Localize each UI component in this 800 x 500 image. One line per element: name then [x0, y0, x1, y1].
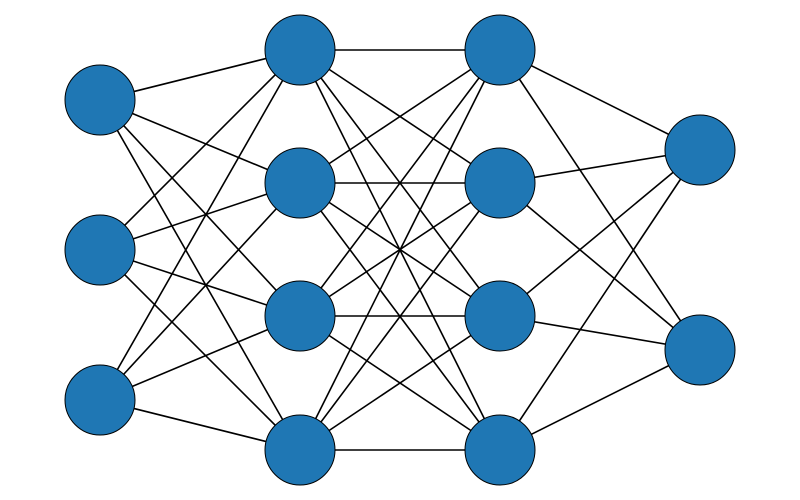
connection-hidden-1-4-to-hidden-2-2 [299, 182, 501, 451]
connection-hidden-2-4-to-output-2 [499, 349, 701, 451]
connection-input-3-to-hidden-1-1 [99, 49, 301, 401]
connection-hidden-1-4-to-hidden-2-1 [299, 49, 501, 451]
connection-hidden-1-4-to-hidden-2-3 [299, 315, 501, 451]
neuron-group [64, 14, 736, 486]
connection-input-1-to-hidden-1-2 [99, 99, 301, 184]
output-neuron-1 [664, 114, 736, 186]
connection-hidden-2-4-to-output-1 [499, 149, 701, 451]
hidden-1-neuron-4 [264, 414, 336, 486]
input-neuron-3 [64, 364, 136, 436]
connection-input-1-to-hidden-1-4 [99, 99, 301, 451]
hidden-1-neuron-3 [264, 280, 336, 352]
hidden-2-neuron-3 [464, 280, 536, 352]
hidden-2-neuron-4 [464, 414, 536, 486]
hidden-1-neuron-1 [264, 14, 336, 86]
connection-hidden-2-2-to-output-2 [499, 182, 701, 351]
connection-group [99, 49, 701, 451]
connection-input-2-to-hidden-1-4 [99, 249, 301, 451]
hidden-2-neuron-2 [464, 147, 536, 219]
connection-input-2-to-hidden-1-1 [99, 49, 301, 251]
connection-hidden-2-1-to-output-2 [499, 49, 701, 351]
connection-input-3-to-hidden-1-3 [99, 315, 301, 401]
hidden-2-neuron-1 [464, 14, 536, 86]
connection-hidden-2-3-to-output-1 [499, 149, 701, 317]
connection-input-3-to-hidden-1-2 [99, 182, 301, 401]
connection-hidden-1-3-to-hidden-2-1 [299, 49, 501, 317]
connection-hidden-1-2-to-hidden-2-1 [299, 49, 501, 184]
input-neuron-1 [64, 64, 136, 136]
connection-hidden-2-1-to-output-1 [499, 49, 701, 151]
connection-input-1-to-hidden-1-3 [99, 99, 301, 317]
hidden-1-neuron-2 [264, 147, 336, 219]
input-neuron-2 [64, 214, 136, 286]
output-neuron-2 [664, 314, 736, 386]
